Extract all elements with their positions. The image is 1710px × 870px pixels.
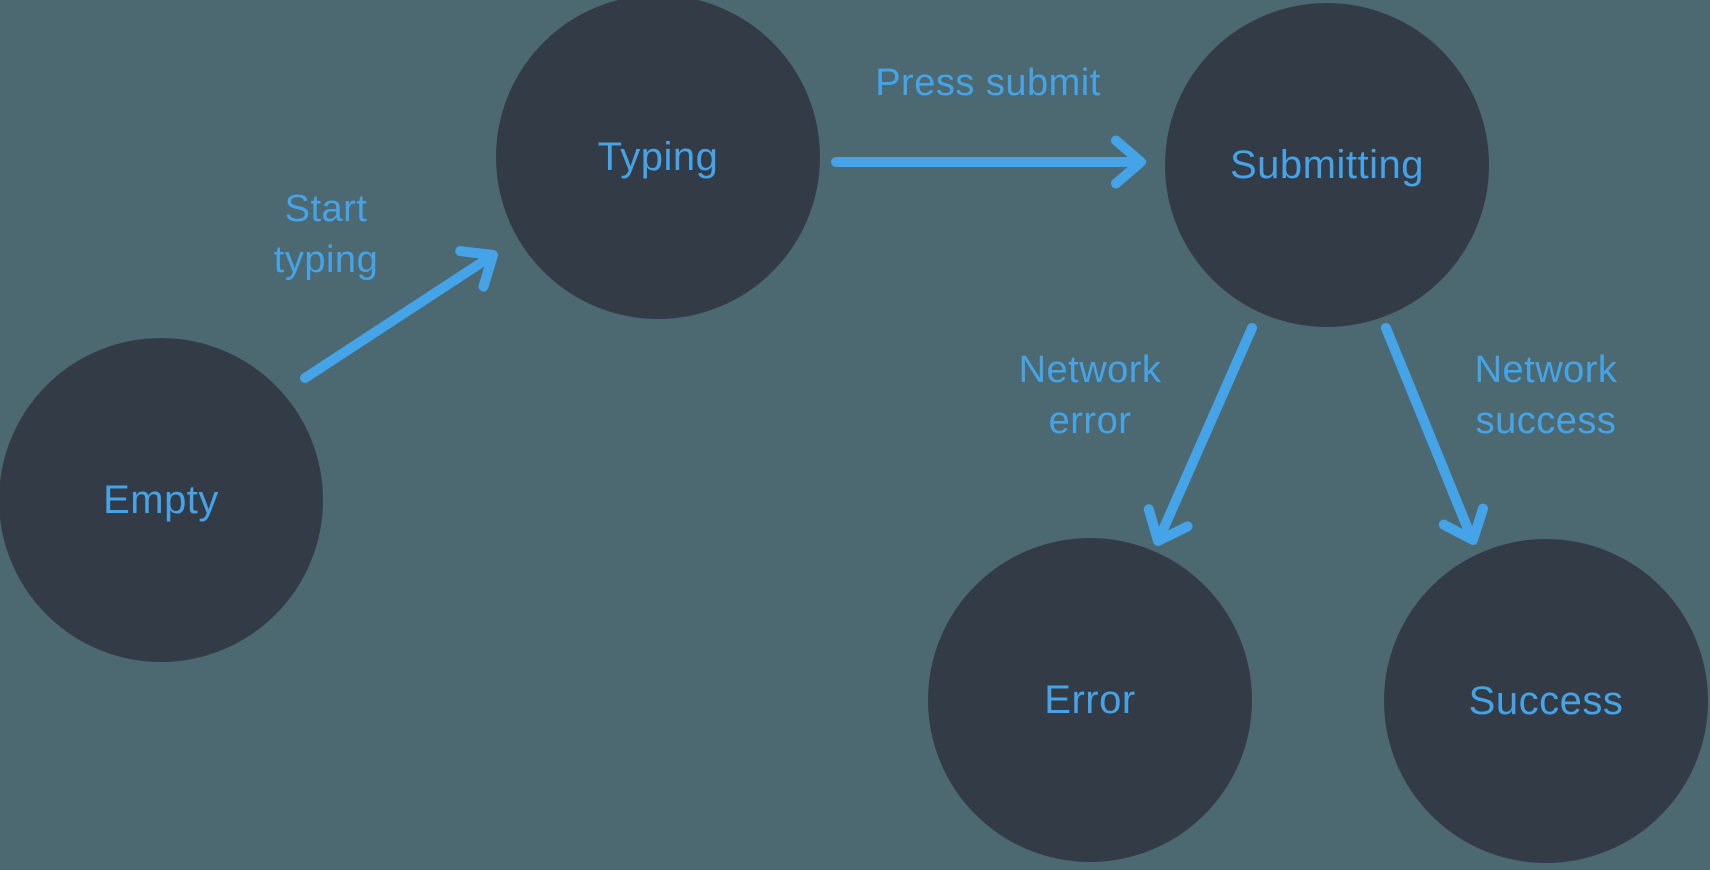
- state-node-typing: Typing: [496, 0, 820, 319]
- state-node-label-empty: Empty: [103, 477, 219, 522]
- state-node-label-submitting: Submitting: [1230, 142, 1424, 187]
- state-node-label-success: Success: [1468, 678, 1624, 723]
- edge-label-start-typing: Start typing: [273, 188, 379, 281]
- state-node-submitting: Submitting: [1165, 3, 1489, 327]
- edge-label-network-error: Network error: [1018, 349, 1162, 442]
- state-node-empty: Empty: [0, 338, 323, 662]
- state-node-label-error: Error: [1044, 677, 1136, 722]
- state-node-error: Error: [928, 538, 1252, 862]
- edge-arrow-typing-submitting: [831, 135, 1146, 189]
- state-node-success: Success: [1384, 539, 1708, 863]
- state-node-label-typing: Typing: [597, 134, 719, 179]
- edge-label-press-submit: Press submit: [875, 62, 1101, 104]
- edge-label-network-success: Network success: [1474, 349, 1618, 442]
